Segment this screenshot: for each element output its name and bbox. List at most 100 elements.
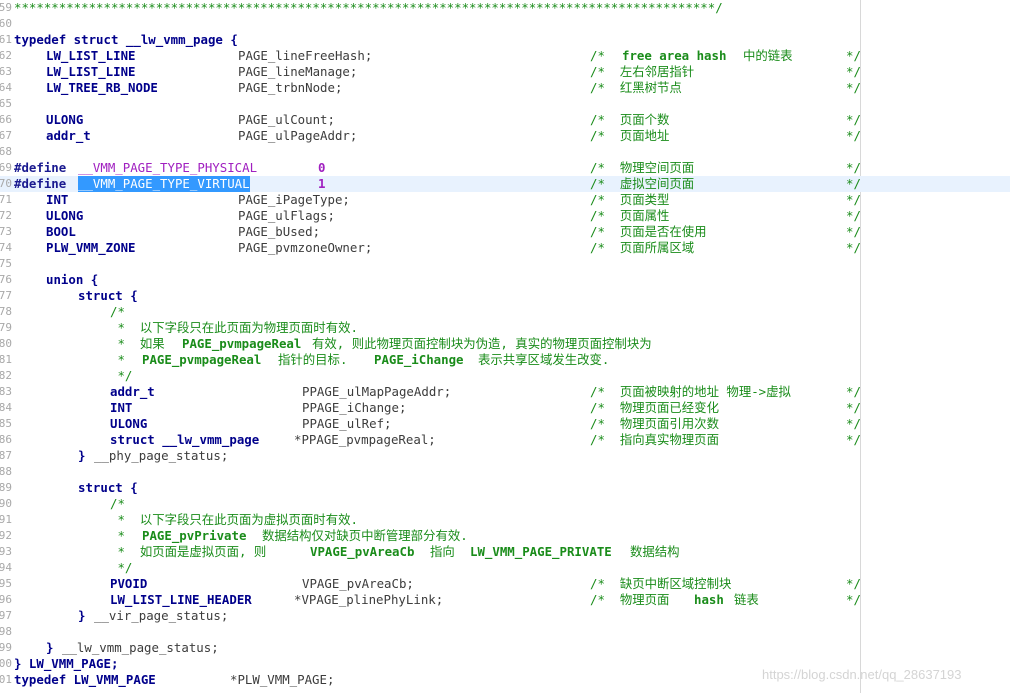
code-token: PLW_VMM_ZONE (46, 240, 136, 255)
code-line[interactable]: 100} LW_VMM_PAGE; (0, 656, 1010, 672)
line-number: 73 (0, 225, 12, 238)
code-token: BOOL (46, 224, 76, 239)
code-line[interactable]: 87}__phy_page_status; (0, 448, 1010, 464)
line-number: 69 (0, 161, 12, 174)
code-line[interactable]: 79 * 以下字段只在此页面为物理页面时有效. (0, 320, 1010, 336)
line-number: 90 (0, 497, 12, 510)
code-token: typedef LW_VMM_PAGE (14, 672, 156, 687)
code-token: VPAGE_pvAreaCb; (302, 576, 414, 591)
code-token: /* 页面所属区域 (590, 240, 695, 255)
code-token: PAGE_ulFlags; (238, 208, 335, 223)
line-number: 97 (0, 609, 12, 622)
code-line[interactable]: 82 */ (0, 368, 1010, 384)
code-token: /* 物理页面 (590, 592, 677, 607)
code-token: PVOID (110, 576, 148, 591)
code-line[interactable]: 99}__lw_vmm_page_status; (0, 640, 1010, 656)
code-token: /* 页面类型 (590, 192, 670, 207)
code-line[interactable]: 91 * 以下字段只在此页面为虚拟页面时有效. (0, 512, 1010, 528)
code-token: */ (846, 384, 861, 399)
code-token: LW_TREE_RB_NODE (46, 80, 158, 95)
code-line[interactable]: 59**************************************… (0, 0, 1010, 16)
code-token: */ (110, 368, 133, 383)
code-token: PAGE_pvmzoneOwner; (238, 240, 373, 255)
code-token: */ (110, 560, 133, 575)
code-token: PAGE_pvPrivate (142, 528, 247, 543)
line-number: 76 (0, 273, 12, 286)
code-line[interactable]: 78 /* (0, 304, 1010, 320)
code-token: 表示共享区域发生改变. (478, 352, 610, 367)
code-line[interactable]: 88 (0, 464, 1010, 480)
line-number: 60 (0, 17, 12, 30)
code-line[interactable]: 97} __vir_page_status; (0, 608, 1010, 624)
line-number: 66 (0, 113, 12, 126)
line-number: 88 (0, 465, 12, 478)
code-line[interactable]: 68 (0, 144, 1010, 160)
code-token: struct { (78, 288, 138, 303)
code-token: /* (110, 304, 125, 319)
code-token: VPAGE_pvAreaCb (310, 544, 415, 559)
code-token: 指向 (430, 544, 463, 559)
code-line[interactable]: 98 (0, 624, 1010, 640)
code-token: /* (110, 496, 125, 511)
line-number: 87 (0, 449, 12, 462)
line-number: 80 (0, 337, 12, 350)
line-number: 94 (0, 561, 12, 574)
code-line[interactable]: 90 /* (0, 496, 1010, 512)
code-token: struct __lw_vmm_page (110, 432, 260, 447)
code-token: /* 缺页中断区域控制块 (590, 576, 732, 591)
code-line[interactable]: 65 (0, 96, 1010, 112)
code-token: PAGE_ulPageAddr; (238, 128, 358, 143)
code-token: */ (846, 208, 861, 223)
code-token: /* 左右邻居指针 (590, 64, 695, 79)
code-token: 数据结构 (630, 544, 680, 559)
code-token: */ (846, 64, 861, 79)
line-number: 83 (0, 385, 12, 398)
line-number: 61 (0, 33, 12, 46)
code-token: /* 红黑树节点 (590, 80, 682, 95)
line-number: 64 (0, 81, 12, 94)
line-number: 68 (0, 145, 12, 158)
line-number: 78 (0, 305, 12, 318)
code-token: } (78, 608, 86, 623)
code-line[interactable]: 94 */ (0, 560, 1010, 576)
code-token: PAGE_lineManage; (238, 64, 358, 79)
code-token: /* 物理空间页面 (590, 160, 695, 175)
code-token: * 如页面是虚拟页面, 则 (110, 544, 274, 559)
code-token: */ (846, 416, 861, 431)
code-line[interactable]: 60 (0, 16, 1010, 32)
code-token: __phy_page_status; (94, 448, 229, 463)
code-token: /* 虚拟空间页面 (590, 176, 695, 191)
code-line[interactable]: 101typedef LW_VMM_PAGE*PLW_VMM_PAGE; (0, 672, 1010, 688)
code-line[interactable]: 75 (0, 256, 1010, 272)
line-number: 98 (0, 625, 12, 638)
code-token: 链表 (734, 592, 759, 607)
code-token: __vir_page_status; (94, 608, 229, 623)
line-number: 99 (0, 641, 12, 654)
